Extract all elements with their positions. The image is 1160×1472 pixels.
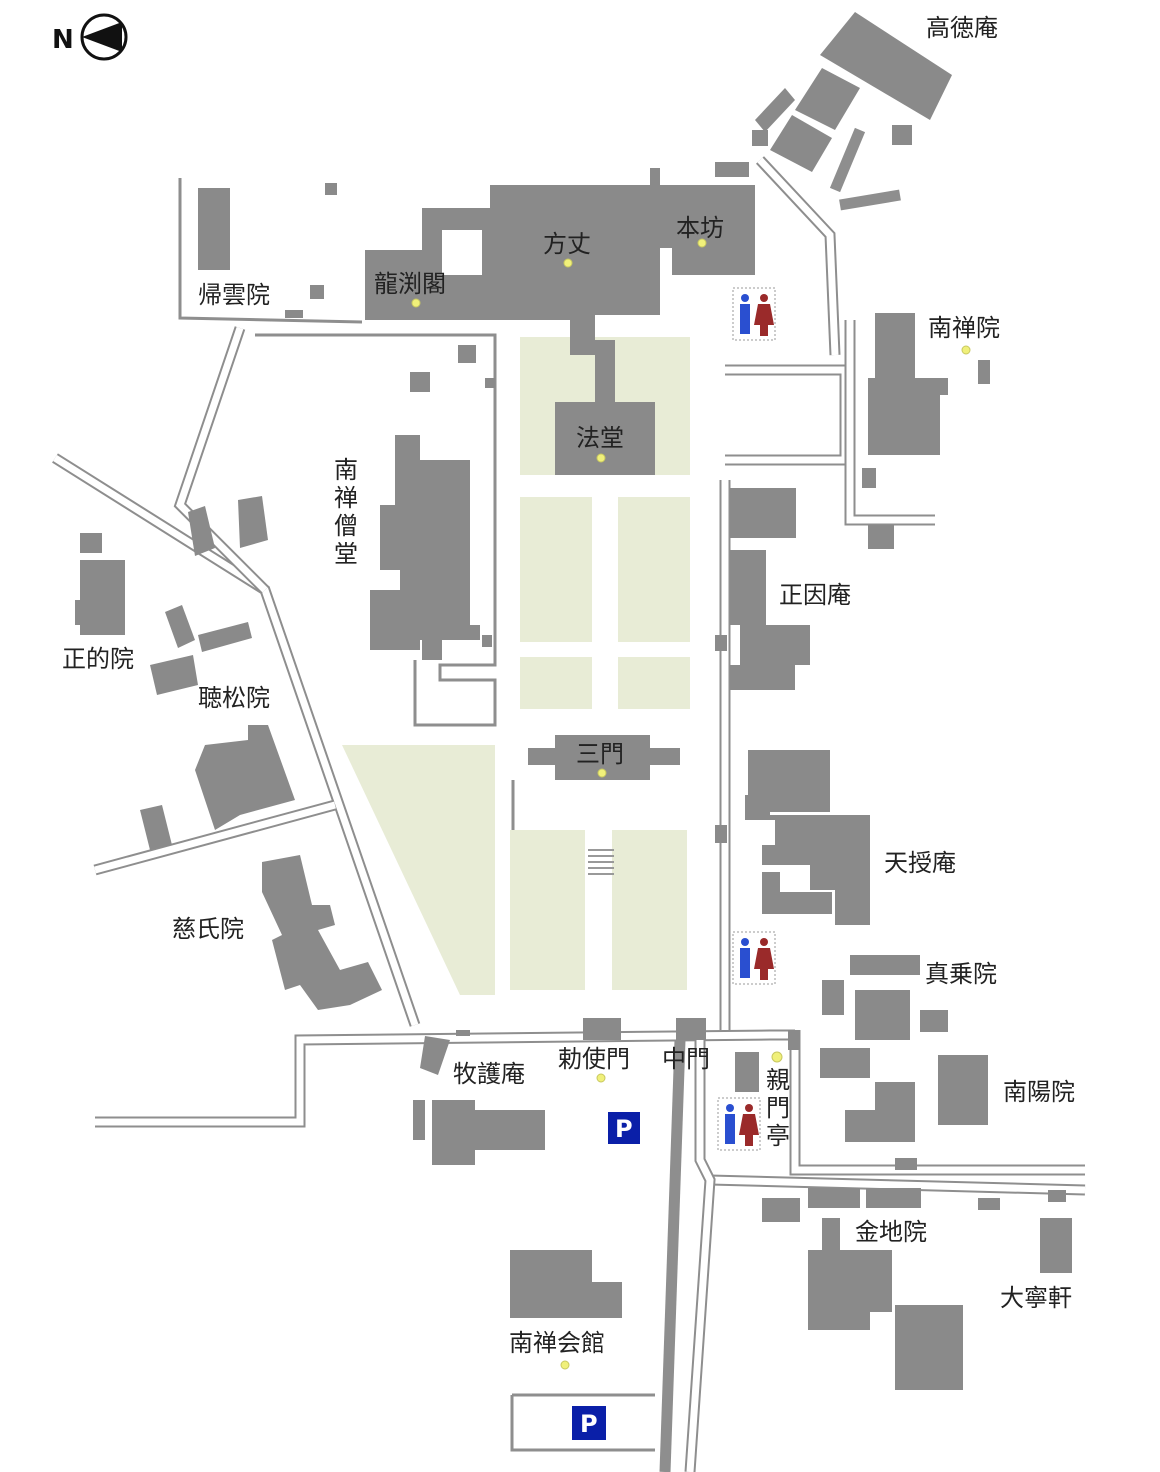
svg-text:亭: 亭 bbox=[766, 1122, 790, 1150]
svg-text:門: 門 bbox=[766, 1094, 790, 1122]
svg-text:親: 親 bbox=[766, 1066, 790, 1094]
restroom-icon bbox=[717, 1097, 761, 1151]
parking-icon: P bbox=[572, 1406, 606, 1440]
label-koutokuan: 高徳庵 bbox=[926, 14, 998, 42]
label-shinmontei: 親 門 亭 bbox=[766, 1066, 790, 1150]
parking-letter: P bbox=[615, 1115, 633, 1143]
label-kiunin: 帰雲院 bbox=[198, 281, 270, 309]
label-nanyouin: 南陽院 bbox=[1003, 1078, 1075, 1106]
label-choushouin: 聴松院 bbox=[198, 684, 270, 712]
steps bbox=[588, 849, 614, 875]
label-sanmon: 三門 bbox=[576, 740, 624, 768]
label-chuumon: 中門 bbox=[662, 1045, 710, 1073]
parking-icon: P bbox=[608, 1112, 640, 1144]
compass: N bbox=[52, 13, 128, 61]
buildings bbox=[75, 12, 1072, 1390]
label-shoutekiin: 正的院 bbox=[62, 645, 134, 673]
label-shouinan: 正因庵 bbox=[779, 581, 851, 609]
label-houjou: 方丈 bbox=[543, 230, 591, 258]
restroom-icon bbox=[732, 931, 776, 985]
svg-text:堂: 堂 bbox=[334, 540, 358, 568]
label-chokushimon: 勅使門 bbox=[558, 1045, 630, 1073]
label-konchiin: 金地院 bbox=[855, 1218, 927, 1246]
label-tenjuan: 天授庵 bbox=[884, 849, 956, 877]
label-nanzen-soudou: 南 禅 僧 堂 bbox=[334, 456, 358, 568]
label-daineiken: 大寧軒 bbox=[1000, 1284, 1072, 1312]
svg-text:禅: 禅 bbox=[334, 484, 358, 512]
north-arrow-icon bbox=[80, 13, 128, 61]
roads bbox=[52, 127, 1086, 1472]
label-honbou: 本坊 bbox=[676, 214, 724, 242]
label-shinjouin: 真乗院 bbox=[925, 960, 997, 988]
place-labels: 高徳庵 本坊 方丈 龍渕閣 帰雲院 南禅院 法堂 南 禅 僧 堂 正因庵 正的院… bbox=[62, 14, 1075, 1357]
label-bokugoan: 牧護庵 bbox=[453, 1060, 525, 1088]
label-hattou: 法堂 bbox=[576, 424, 624, 452]
label-ryuenkaku: 龍渕閣 bbox=[374, 270, 446, 298]
label-jishiin: 慈氏院 bbox=[172, 915, 244, 943]
parking-letter: P bbox=[580, 1410, 598, 1438]
restroom-icon bbox=[732, 287, 776, 341]
location-markers bbox=[411, 238, 971, 1370]
label-nanzenin: 南禅院 bbox=[928, 314, 1000, 342]
svg-text:南: 南 bbox=[334, 456, 358, 484]
svg-text:僧: 僧 bbox=[334, 512, 358, 540]
label-nanzen-kaikan: 南禅会館 bbox=[509, 1329, 605, 1357]
compass-north-letter: N bbox=[52, 25, 74, 55]
